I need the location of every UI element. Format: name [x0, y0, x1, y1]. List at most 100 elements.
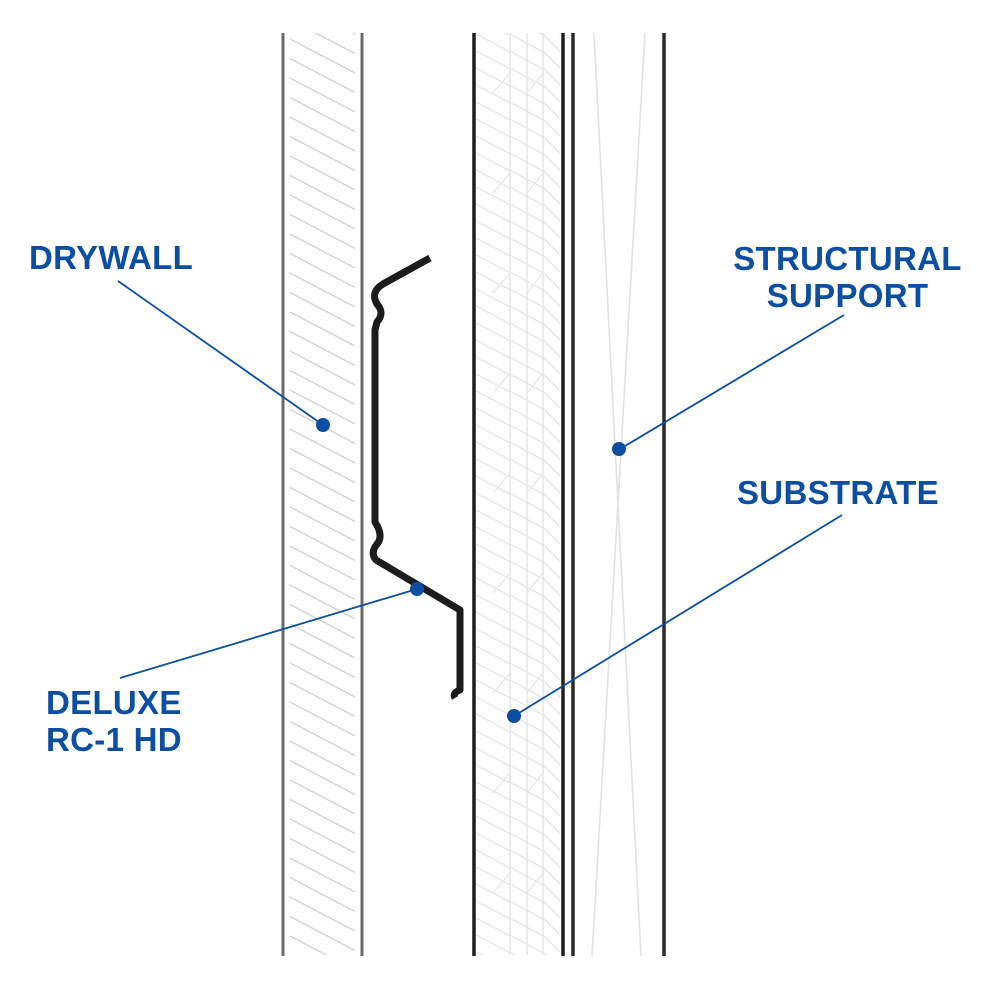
substrate-hatch-line	[476, 526, 511, 546]
substrate-zigzag-line	[526, 172, 544, 194]
drywall-hatch-line	[289, 486, 356, 523]
substrate-hatch-line	[542, 934, 560, 953]
substrate-hatch-line	[509, 509, 544, 529]
substrate-hatch-line	[542, 203, 560, 222]
substrate-hatch-line	[476, 339, 511, 359]
substrate-hatch-line	[476, 934, 511, 954]
rc-channel-label: DELUXE RC-1 HD	[46, 684, 182, 758]
drywall-hatch-line	[289, 38, 356, 74]
substrate-hatch-line	[542, 883, 560, 902]
substrate-hatch-line	[509, 33, 544, 53]
substrate-hatch-line	[509, 254, 544, 274]
drywall-hatch-line	[289, 759, 356, 796]
substrate-hatch-line	[476, 764, 511, 784]
drywall-hatch-line	[289, 740, 356, 776]
substrate-hatch-line	[542, 84, 560, 103]
substrate-hatch-line	[509, 543, 544, 563]
drywall-hatch-line	[289, 467, 356, 503]
drywall-hatch-line	[289, 779, 356, 815]
substrate-hatch-line	[476, 67, 511, 87]
rc-channel-label-line1: DELUXE	[46, 684, 182, 721]
drywall-hatch-line	[289, 155, 356, 191]
substrate-hatch-line	[542, 917, 560, 936]
substrate-hatch-line	[542, 101, 560, 120]
substrate-hatch-line	[509, 934, 544, 954]
substrate-hatch-line	[509, 169, 544, 189]
drywall-hatch-line	[289, 252, 356, 289]
substrate-hatch-line	[509, 730, 544, 750]
substrate-hatch-line	[542, 679, 560, 698]
drywall-layer	[281, 33, 364, 1000]
drywall-hatch-line	[289, 857, 356, 893]
substrate-hatch-line	[542, 356, 560, 375]
rc-channel-profile	[369, 254, 464, 700]
substrate-hatch-line	[476, 969, 510, 987]
substrate-hatch-line	[509, 186, 544, 206]
substrate-hatch-line	[476, 135, 511, 155]
substrate-hatch-line	[542, 322, 560, 341]
substrate-hatch-line	[476, 407, 511, 427]
drywall-hatch-line	[351, 33, 356, 35]
substrate-hatch-line	[509, 390, 544, 410]
substrate-hatch-line	[542, 339, 560, 358]
rc-channel-leader-line	[119, 588, 418, 679]
substrate-hatch-line	[542, 900, 560, 919]
substrate-hatch-line	[476, 373, 511, 393]
substrate-zigzag-line	[526, 472, 544, 494]
substrate-hatch-line	[542, 815, 560, 834]
substrate-hatch-line	[509, 628, 544, 648]
drywall-hatch-line	[290, 954, 291, 955]
substrate-zigzag-line	[492, 772, 511, 794]
substrate-hatch-line	[509, 849, 544, 869]
substrate-hatch-line	[476, 475, 511, 495]
substrate-hatch-line	[542, 577, 560, 596]
substrate-zigzag-line	[492, 572, 511, 594]
substrate-hatch-line	[476, 305, 511, 325]
substrate-hatch-line	[476, 101, 511, 121]
drywall-hatch-line	[289, 194, 356, 230]
substrate-hatch-line	[509, 815, 544, 835]
substrate-hatch-line	[509, 373, 544, 393]
substrate-hatch-line	[543, 0, 561, 18]
substrate-hatch-line	[476, 152, 511, 172]
substrate-hatch-line	[476, 84, 511, 104]
drywall-hatch-line	[289, 584, 356, 620]
substrate-hatch-line	[542, 798, 560, 817]
drywall-label: DRYWALL	[29, 239, 193, 276]
drywall-hatch-line	[289, 915, 356, 952]
substrate-hatch-line	[542, 152, 560, 171]
substrate-hatch-line	[476, 492, 511, 512]
substrate-hatch-line	[476, 254, 511, 274]
substrate-hatch-line	[509, 832, 544, 852]
substrate-zigzag-line	[526, 872, 544, 894]
substrate-hatch-line	[476, 356, 511, 376]
substrate-hatch-line	[476, 679, 511, 699]
drywall-hatch-line	[289, 291, 356, 328]
substrate-hatch-line	[476, 986, 510, 1000]
substrate-hatch-line	[542, 747, 560, 766]
substrate-hatch-line	[509, 288, 544, 308]
substrate-hatch-line	[542, 271, 560, 290]
drywall-leader-line	[117, 280, 324, 426]
drywall-hatch-line	[289, 720, 356, 757]
drywall-hatch-line	[290, 975, 355, 1000]
substrate-hatch-line	[476, 458, 511, 478]
substrate-label-text: SUBSTRATE	[737, 474, 939, 511]
substrate-hatch-line	[542, 407, 560, 426]
structural-support-label: STRUCTURAL SUPPORT	[720, 240, 975, 314]
drywall-hatch-line	[289, 545, 356, 581]
structural-label-line2: SUPPORT	[766, 277, 929, 314]
substrate-hatch-line	[543, 969, 561, 987]
substrate-hatch-line	[537, 33, 544, 36]
drywall-hatch-line	[289, 447, 356, 484]
substrate-hatch-line	[509, 747, 544, 767]
substrate-hatch-line	[542, 475, 560, 494]
substrate-zigzag-line	[492, 472, 511, 494]
substrate-hatch-line	[476, 645, 511, 665]
substrate-zigzag-line	[492, 72, 511, 94]
substrate-hatch-line	[542, 441, 560, 460]
substrate-hatch-line	[509, 492, 544, 512]
substrate-hatch-line	[542, 50, 560, 69]
substrate-zigzag-line	[492, 172, 511, 194]
